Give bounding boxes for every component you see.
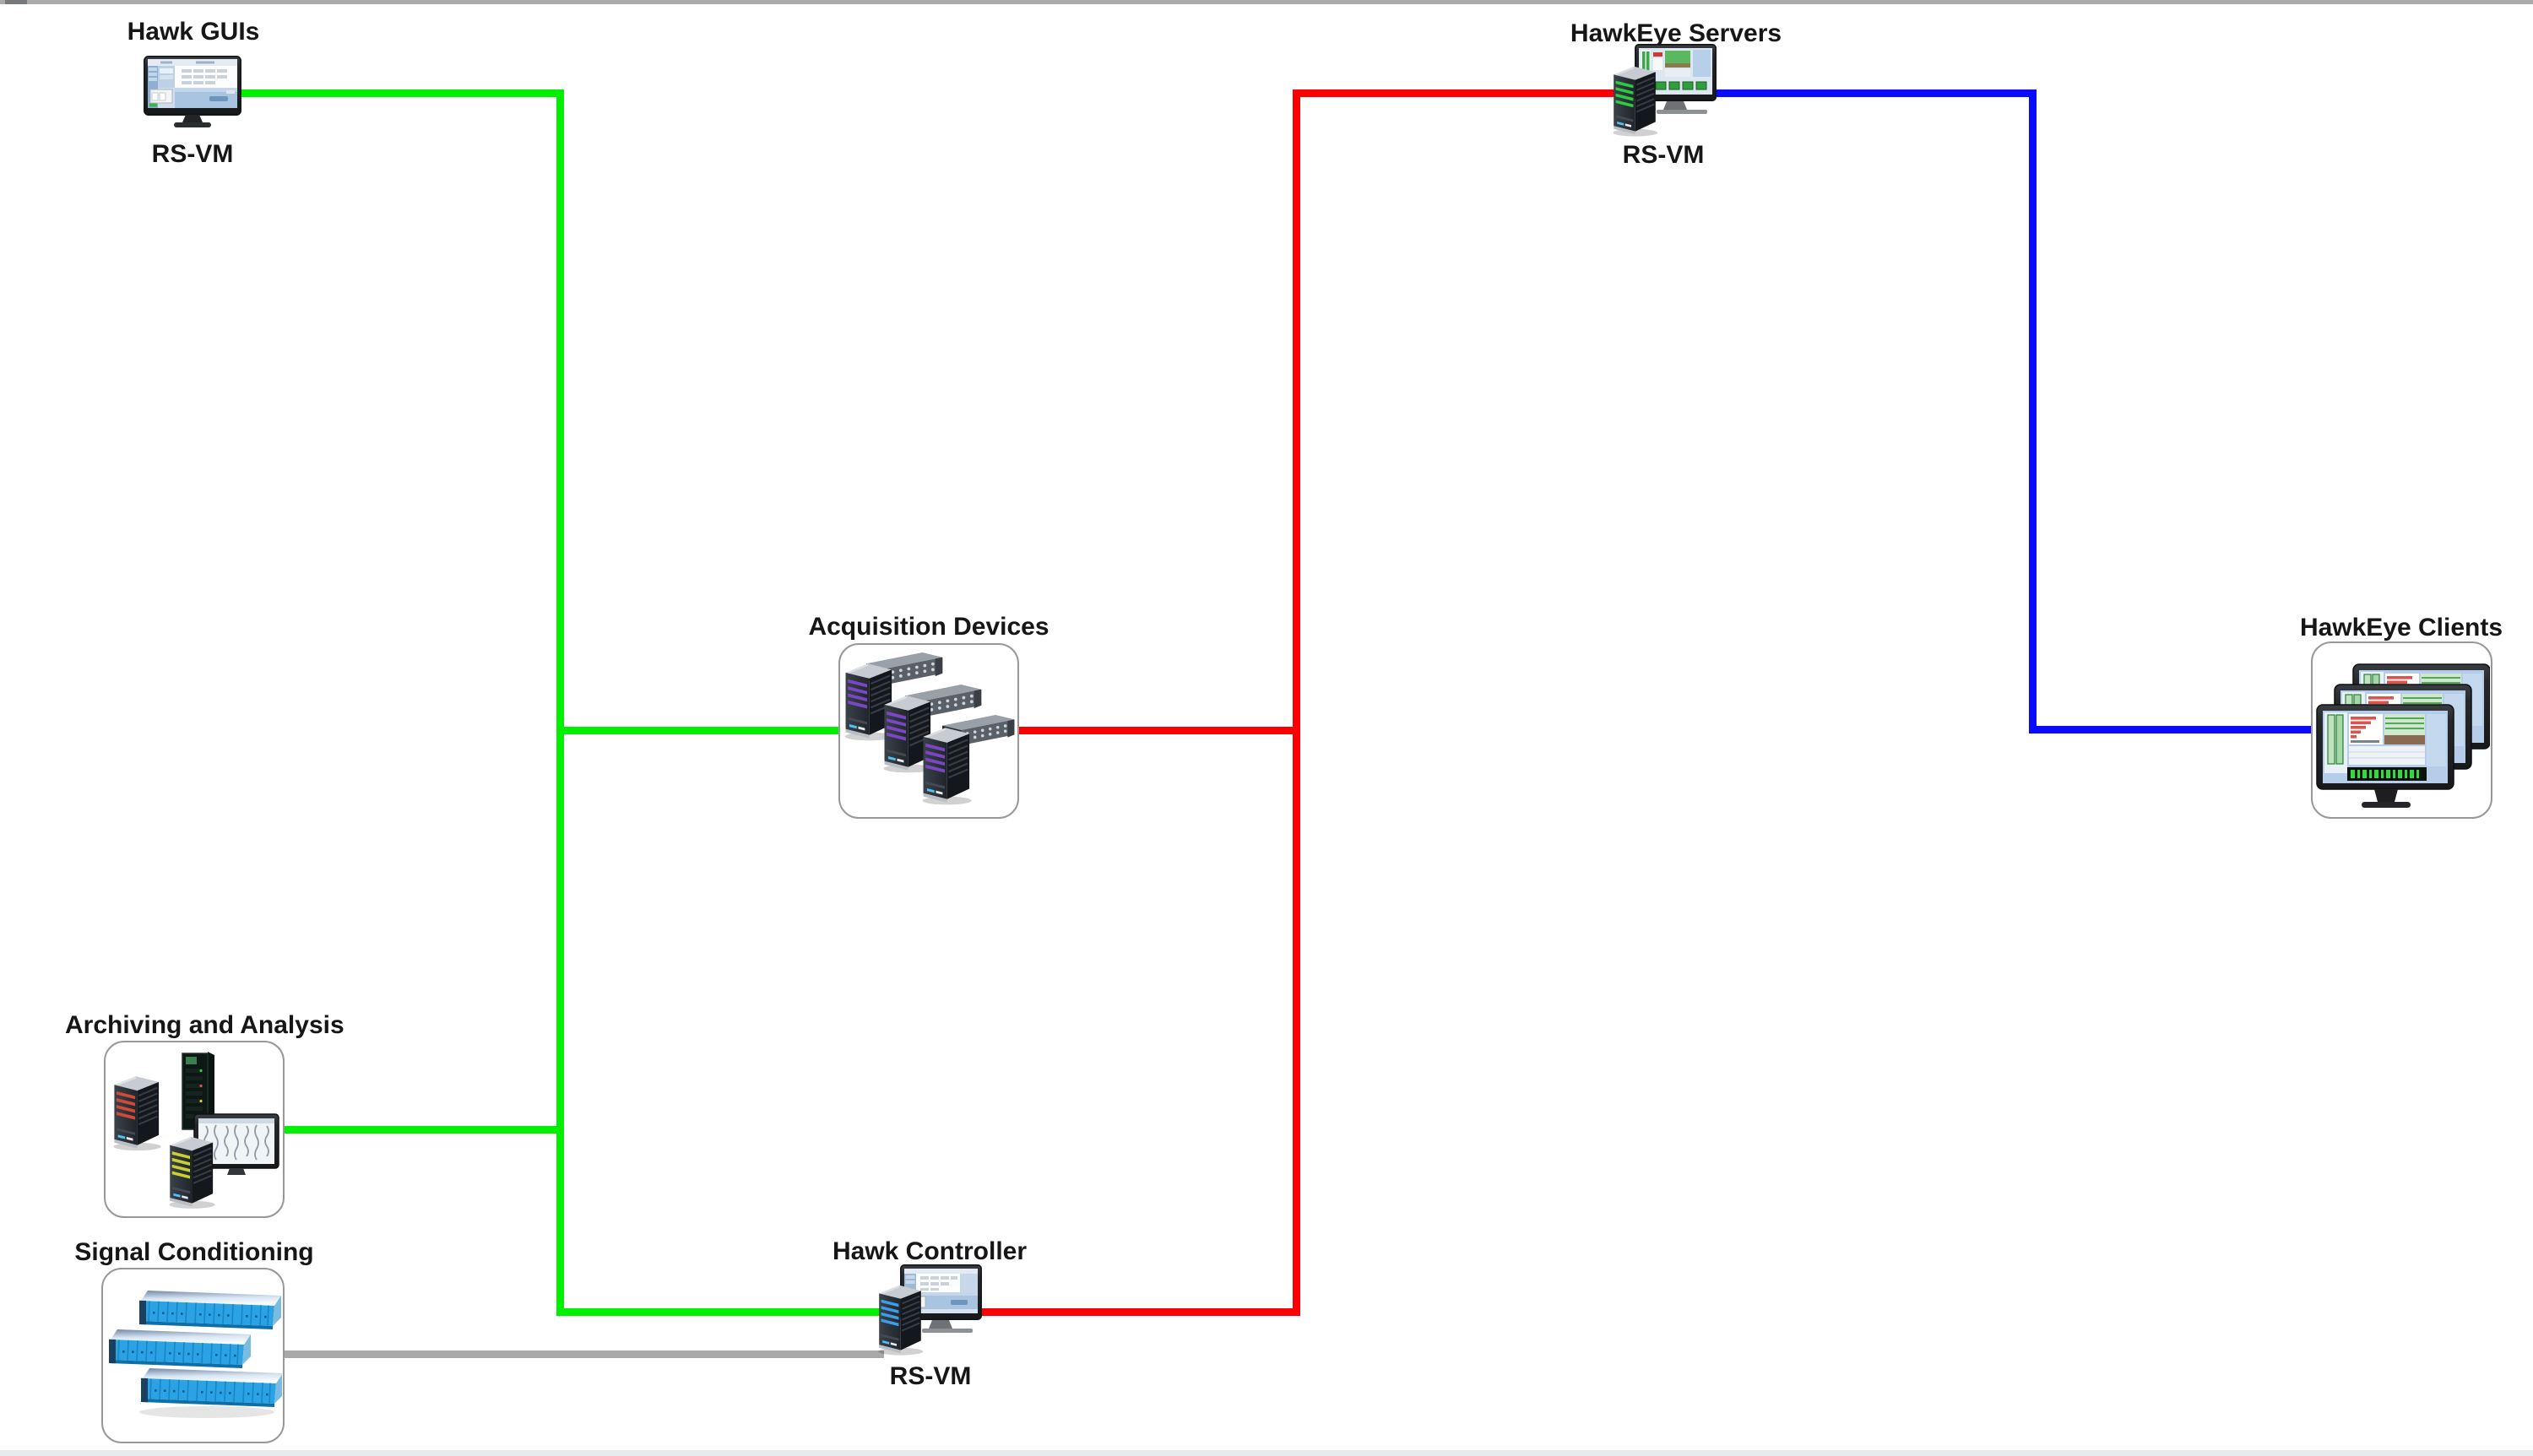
- archiving-analysis-icon: [112, 1052, 279, 1210]
- connection-hawk-guis-green: [241, 89, 564, 97]
- connection-controller-green: [564, 1308, 884, 1316]
- red-bus-trunk: [1293, 89, 1300, 1316]
- archiving-analysis-box: [104, 1041, 285, 1218]
- signal-conditioning-title: Signal Conditioning: [74, 1238, 314, 1266]
- hawk-guis-title: Hawk GUIs: [127, 18, 260, 46]
- hawkeye-servers-title: HawkEye Servers: [1570, 19, 1782, 47]
- hawkeye-servers-icon: [1612, 44, 1717, 138]
- connection-clients-blue: [2037, 726, 2311, 733]
- window-top-bar: [0, 0, 2533, 4]
- hawkeye-clients-box: [2311, 641, 2492, 819]
- hawkeye-clients-title: HawkEye Clients: [2299, 614, 2503, 641]
- connection-acquisition-red: [1019, 727, 1293, 734]
- archiving-analysis-title: Archiving and Analysis: [65, 1011, 344, 1039]
- connection-signal-gray: [285, 1350, 884, 1358]
- window-bottom-bar: [0, 1450, 2533, 1456]
- connection-archiving-green: [285, 1126, 556, 1134]
- hawkeye-servers-vm-label: RS-VM: [1622, 141, 1705, 169]
- window-top-bar-accent: [5, 0, 27, 4]
- connection-controller-red: [977, 1308, 1293, 1316]
- connection-acquisition-green: [564, 727, 838, 734]
- hawkeye-clients-icon: [2316, 663, 2490, 808]
- hawk-controller-icon: [877, 1264, 982, 1356]
- connection-servers-blue: [1714, 89, 2029, 97]
- blue-riser: [2029, 89, 2037, 733]
- hawk-guis-vm-label: RS-VM: [151, 140, 234, 168]
- hawk-guis-monitor-icon: [144, 56, 241, 127]
- connection-servers-red: [1300, 89, 1619, 97]
- signal-conditioning-icon: [108, 1290, 282, 1418]
- hawk-controller-vm-label: RS-VM: [889, 1362, 972, 1390]
- signal-conditioning-box: [101, 1268, 285, 1443]
- acquisition-devices-box: [838, 643, 1019, 819]
- acquisition-devices-icon: [843, 652, 1015, 806]
- green-bus-trunk: [556, 89, 564, 1316]
- hawk-controller-title: Hawk Controller: [832, 1237, 1028, 1265]
- acquisition-devices-title: Acquisition Devices: [808, 613, 1050, 641]
